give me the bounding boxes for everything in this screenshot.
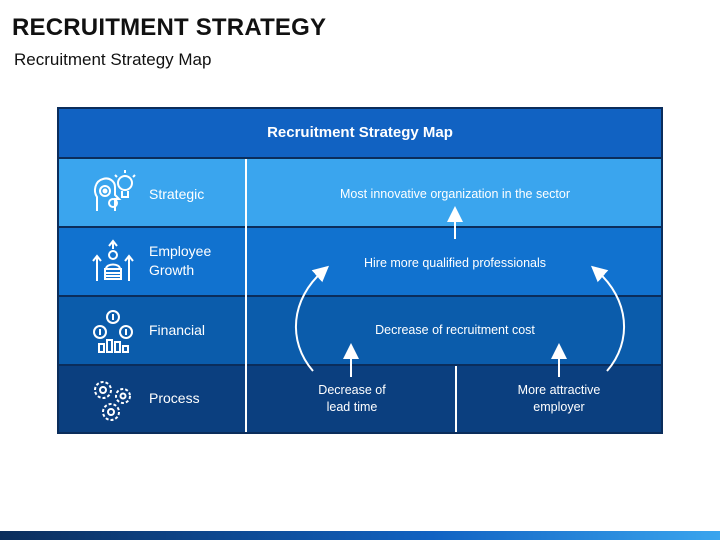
curved-arrow-left (294, 265, 330, 372)
brain-gears-lightbulb-icon (94, 170, 136, 211)
cell-process-lead-time: Decrease of lead time (318, 383, 386, 414)
map-header-band: Recruitment Strategy Map (59, 109, 661, 157)
gears-icon (94, 381, 131, 421)
map-header-title: Recruitment Strategy Map (267, 124, 453, 141)
cell-employee-growth: Hire more qualified professionals (363, 256, 547, 270)
strategy-map: Recruitment Strategy Map Strategic Most … (57, 107, 663, 434)
podium-growth-arrows-icon (92, 239, 134, 281)
slide-subtitle: Recruitment Strategy Map (14, 50, 212, 69)
process-cell-divider (455, 366, 457, 432)
row-label-employee-growth: Employee Growth (149, 243, 212, 278)
row-label-process: Process (149, 390, 200, 406)
row-employee-growth (59, 228, 661, 295)
cell-financial: Decrease of recruitment cost (375, 323, 535, 337)
column-divider (245, 159, 247, 432)
row-process (59, 366, 661, 432)
money-bar-chart-icon (93, 310, 133, 353)
curved-arrow-right (590, 265, 626, 372)
flow-arrows (294, 206, 626, 377)
slide-title: RECRUITMENT STRATEGY (12, 14, 327, 41)
row-label-financial: Financial (149, 322, 206, 338)
cell-process-attractive-employer: More attractive employer (517, 383, 601, 414)
row-strategic (59, 159, 661, 226)
bottom-accent-strip (0, 531, 720, 540)
row-label-strategic: Strategic (149, 186, 205, 202)
cell-strategic: Most innovative organization in the sect… (340, 187, 570, 201)
